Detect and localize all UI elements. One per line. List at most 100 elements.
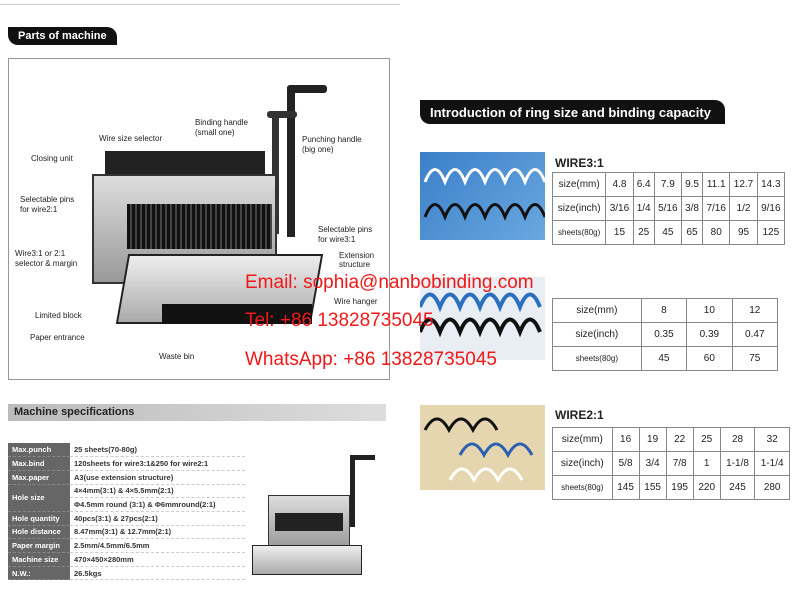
watermark-whatsapp: WhatsApp: +86 13828735045 xyxy=(245,349,497,370)
row-header: size(mm) xyxy=(552,298,642,323)
table-cell: 1-1/8 xyxy=(719,451,756,476)
table-cell: 145 xyxy=(611,475,640,500)
parts-diagram: Binding handle (small one) Wire size sel… xyxy=(8,58,390,380)
spec-key: Hole distance xyxy=(8,525,70,540)
table-cell: 0.47 xyxy=(731,322,779,347)
spec-value: 8.47mm(3:1) & 12.7mm(2:1) xyxy=(70,525,245,540)
table-cell: 12 xyxy=(731,298,779,323)
table-cell: 45 xyxy=(640,346,688,371)
table-cell: 5/16 xyxy=(653,196,682,221)
table-cell: 155 xyxy=(638,475,667,500)
machine-small-image xyxy=(250,455,385,580)
row-header: sheets(80g) xyxy=(552,475,613,500)
spec-key: Machine size xyxy=(8,552,70,567)
parts-title: Parts of machine xyxy=(8,27,117,45)
rings-title: Introduction of ring size and binding ca… xyxy=(420,100,725,124)
table-cell: 0.35 xyxy=(640,322,688,347)
table-cell: 195 xyxy=(665,475,694,500)
table-cell: 19 xyxy=(638,427,667,452)
watermark-tel: Tel: +86 13828735045 xyxy=(245,310,434,331)
wire-mid-image xyxy=(420,277,545,360)
label-closing-unit: Closing unit xyxy=(31,154,73,163)
table-cell: 14.3 xyxy=(756,172,786,197)
label-waste-bin: Waste bin xyxy=(159,352,195,361)
table-cell: 32 xyxy=(754,427,790,452)
table-cell: 15 xyxy=(605,220,634,245)
label-paper-entrance: Paper entrance xyxy=(30,333,85,342)
spec-key: Max.punch xyxy=(8,443,70,458)
spec-row: Φ4.5mm round (3:1) & Φ6mmround(2:1) xyxy=(8,497,245,512)
row-header: size(mm) xyxy=(551,172,607,197)
table-cell: 7.9 xyxy=(653,172,682,197)
label-wire-hanger: Wire hanger xyxy=(334,297,378,306)
spec-key: Max.paper xyxy=(8,470,70,485)
table-cell: 25 xyxy=(692,427,721,452)
table-cell: 75 xyxy=(731,346,779,371)
table-cell: 280 xyxy=(754,475,790,500)
spec-key: N.W.: xyxy=(8,566,70,581)
table-cell: 9.5 xyxy=(680,172,704,197)
table-cell: 1/2 xyxy=(729,196,758,221)
table-cell: 95 xyxy=(729,220,758,245)
spec-value: 25 sheets(70-80g) xyxy=(70,443,245,458)
wire31-title: WIRE3:1 xyxy=(555,156,604,170)
spec-value: 2.5mm/4.5mm/6.5mm xyxy=(70,538,245,553)
row-header: size(inch) xyxy=(551,196,607,221)
table-cell: 65 xyxy=(680,220,704,245)
table-cell: 3/16 xyxy=(605,196,634,221)
wire31-image xyxy=(420,152,545,240)
row-header: size(mm) xyxy=(552,427,613,452)
table-cell: 4.8 xyxy=(605,172,634,197)
spec-key: Max.bind xyxy=(8,456,70,471)
table-cell: 125 xyxy=(756,220,786,245)
table-cell: 7/16 xyxy=(702,196,731,221)
spec-key: Hole quantity xyxy=(8,511,70,526)
wire21-title: WIRE2:1 xyxy=(555,408,604,422)
table-cell: 7/8 xyxy=(665,451,694,476)
table-cell: 10 xyxy=(686,298,733,323)
table-cell: 5/8 xyxy=(611,451,640,476)
label-binding-handle: Binding handle xyxy=(195,118,248,127)
label-extension-sub: structure xyxy=(339,260,371,269)
label-pins-31-sub: for wire3:1 xyxy=(318,235,356,244)
table-cell: 22 xyxy=(665,427,694,452)
binding-machine-image xyxy=(87,79,357,359)
divider xyxy=(0,4,400,5)
spec-value: Φ4.5mm round (3:1) & Φ6mmround(2:1) xyxy=(70,497,245,512)
table-cell: 0.39 xyxy=(686,322,733,347)
row-header: sheets(80g) xyxy=(552,346,642,371)
spec-key: Paper margin xyxy=(8,538,70,553)
spec-value: 26.5kgs xyxy=(70,566,245,581)
label-pins-21: Selectable pins xyxy=(20,195,75,204)
table-cell: 1/4 xyxy=(632,196,655,221)
table-cell: 245 xyxy=(719,475,756,500)
label-punching-handle-sub: (big one) xyxy=(302,145,334,154)
table-cell: 1-1/4 xyxy=(754,451,790,476)
label-selector-sub: selector & margin xyxy=(15,259,78,268)
label-binding-handle-sub: (small one) xyxy=(195,128,235,137)
spec-value: A3(use extension structure) xyxy=(70,470,245,485)
wire21-image xyxy=(420,405,545,490)
watermark-email: Email: sophia@nanbobinding.com xyxy=(245,272,534,293)
row-header: sheets(80g) xyxy=(551,220,607,245)
spec-value: 470×450×280mm xyxy=(70,552,245,567)
table-cell: 11.1 xyxy=(702,172,731,197)
label-punching-handle: Punching handle xyxy=(302,135,362,144)
